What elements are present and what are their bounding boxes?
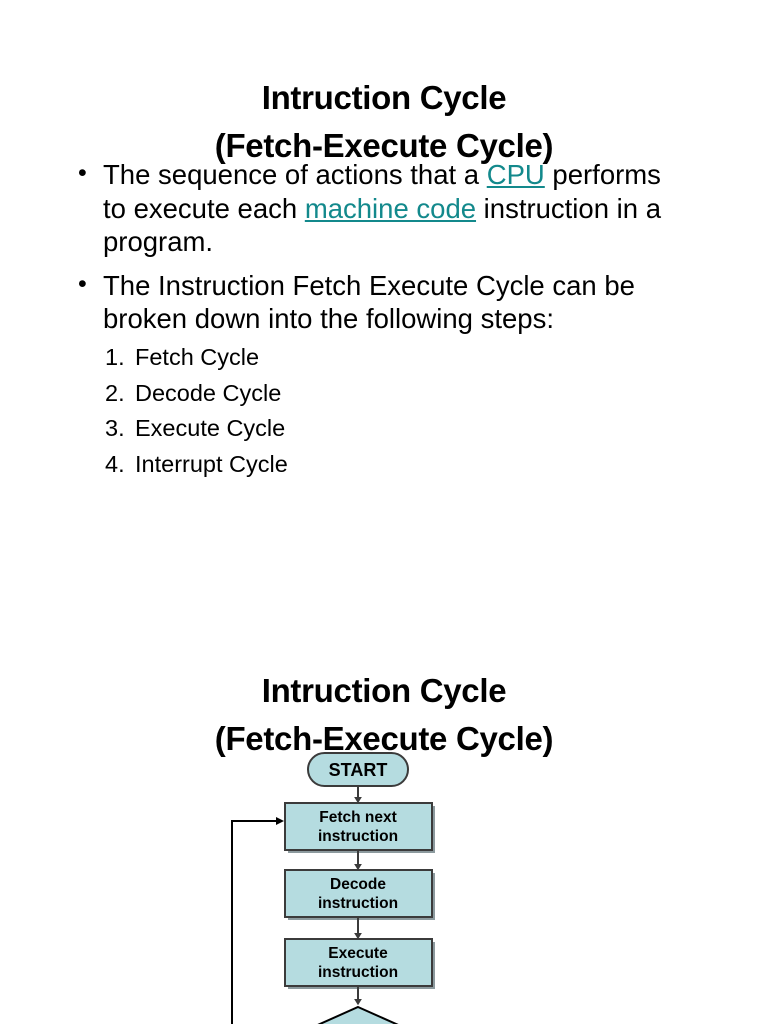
cpu-link[interactable]: CPU bbox=[486, 159, 545, 190]
page-title-line-1: Intruction Cycle bbox=[261, 79, 507, 117]
list-item-index: 3. bbox=[105, 415, 125, 441]
list-item: 1. Fetch Cycle bbox=[105, 340, 505, 376]
slide-instruction-cycle-text: Intruction Cycle (Fetch-Execute Cycle) T… bbox=[0, 0, 768, 512]
bullet-text-part-0: The sequence of actions that a bbox=[103, 159, 487, 190]
bullet-text-part-4: instruction in a program. bbox=[103, 192, 661, 258]
bullet-item-steps-intro: The Instruction Fetch Execute Cycle can … bbox=[62, 268, 686, 336]
page-title-2: Intruction Cycle (Fetch-Execute Cycle) bbox=[0, 534, 768, 763]
flowchart-node-fetch-label-2: instruction bbox=[318, 828, 398, 845]
flowchart-node-decode-label-2: instruction bbox=[318, 895, 398, 912]
bullet-text: The Instruction Fetch Execute Cycle can … bbox=[103, 269, 635, 335]
machine-code-link[interactable]: machine code bbox=[304, 192, 477, 224]
page-title-2-line-1: Intruction Cycle bbox=[261, 672, 507, 710]
list-item-label: Decode Cycle bbox=[135, 379, 282, 406]
list-item: 2. Decode Cycle bbox=[105, 376, 505, 412]
flowchart-node-start[interactable]: START bbox=[307, 752, 409, 787]
bullet-item-definition: The sequence of actions that a CPU perfo… bbox=[62, 157, 686, 259]
list-item-index: 4. bbox=[105, 450, 125, 477]
list-item-label: Fetch Cycle bbox=[135, 344, 260, 370]
flowchart-node-fetch[interactable]: Fetch next instruction bbox=[284, 802, 433, 851]
flowchart-node-execute[interactable]: Execute instruction bbox=[284, 938, 433, 987]
flowchart-node-fetch-label-1: Fetch next bbox=[319, 809, 397, 826]
list-item: 3. Execute Cycle bbox=[105, 411, 505, 447]
page-title: Intruction Cycle (Fetch-Execute Cycle) bbox=[0, 22, 768, 170]
page-title-2-line-2: (Fetch-Execute Cycle) bbox=[214, 720, 554, 758]
bullet-list: The sequence of actions that a CPU perfo… bbox=[62, 157, 686, 336]
list-item-index: 2. bbox=[105, 379, 125, 406]
flowchart-node-decision[interactable] bbox=[284, 1005, 432, 1024]
flowchart-node-execute-label-1: Execute bbox=[328, 945, 388, 962]
list-item: 4. Interrupt Cycle bbox=[105, 447, 505, 483]
flowchart-node-decode[interactable]: Decode instruction bbox=[284, 869, 433, 918]
edge-loop-arrowhead bbox=[276, 817, 284, 825]
instruction-cycle-flowchart: START Fetch next instruction Decode inst… bbox=[0, 740, 768, 1024]
list-item-label: Execute Cycle bbox=[135, 415, 286, 441]
flowchart-node-execute-label-2: instruction bbox=[318, 964, 398, 981]
list-item-label: Interrupt Cycle bbox=[135, 450, 288, 477]
edge-loop-to-fetch bbox=[231, 820, 276, 1024]
flowchart-node-decode-label-1: Decode bbox=[330, 876, 386, 893]
bullet-text-part-2: performs to execute each bbox=[103, 159, 661, 224]
flowchart-node-start-label: START bbox=[329, 760, 388, 780]
list-item-index: 1. bbox=[105, 344, 125, 370]
steps-list: 1. Fetch Cycle 2. Decode Cycle 3. Execut… bbox=[105, 340, 505, 482]
